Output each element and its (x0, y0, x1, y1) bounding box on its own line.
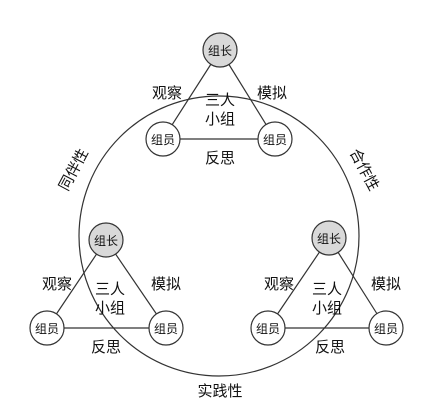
member-label-left: 组员 (256, 322, 280, 336)
leader-label: 组长 (317, 232, 341, 246)
member-label-right: 组员 (154, 322, 178, 336)
outer-label-bottom: 实践性 (197, 382, 242, 400)
leader-node (202, 32, 238, 68)
member-node-left (29, 310, 65, 346)
leader-node (88, 222, 124, 258)
edge-label-reflect: 反思 (91, 338, 121, 356)
edge-left (267, 237, 330, 329)
edge-label-observe: 观察 (152, 84, 182, 102)
outer-label-left: 同伴性 (55, 146, 92, 194)
edge-label-observe: 观察 (264, 275, 294, 293)
edge-left (46, 239, 107, 329)
member-node-left (250, 310, 286, 346)
edge-label-simulate: 模拟 (257, 84, 287, 102)
center-label-line2: 小组 (312, 299, 342, 317)
edge-label-reflect: 反思 (205, 149, 235, 167)
leader-node (311, 220, 347, 256)
member-node-right (257, 121, 293, 157)
edge-left (162, 49, 221, 140)
center-label-line2: 小组 (205, 110, 235, 128)
edge-label-simulate: 模拟 (151, 275, 181, 293)
edge-label-reflect: 反思 (315, 338, 345, 356)
member-node-right (148, 310, 184, 346)
member-label-left: 组员 (35, 322, 59, 336)
member-node-right (368, 310, 404, 346)
member-label-right: 组员 (263, 133, 287, 147)
group-left: 组长 组员 组员 三人 小组 观察 模拟 反思 (29, 222, 184, 356)
center-label-line1: 三人 (205, 91, 235, 109)
member-node-left (145, 121, 181, 157)
member-label-left: 组员 (151, 133, 175, 147)
edge-right (105, 239, 167, 329)
leader-label: 组长 (208, 44, 232, 58)
leader-label: 组长 (94, 234, 118, 248)
group-top: 组长 组员 组员 三人 小组 观察 模拟 反思 (145, 32, 293, 167)
outer-label-right: 合作性 (346, 146, 383, 194)
edge-label-simulate: 模拟 (371, 275, 401, 293)
center-label-line1: 三人 (312, 280, 342, 298)
outer-circle (78, 95, 360, 377)
group-right: 组长 组员 组员 三人 小组 观察 模拟 反思 (250, 220, 404, 356)
edge-right (328, 237, 387, 329)
center-label-line2: 小组 (95, 299, 125, 317)
member-label-right: 组员 (374, 322, 398, 336)
center-label-line1: 三人 (95, 280, 125, 298)
edge-label-observe: 观察 (42, 275, 72, 293)
